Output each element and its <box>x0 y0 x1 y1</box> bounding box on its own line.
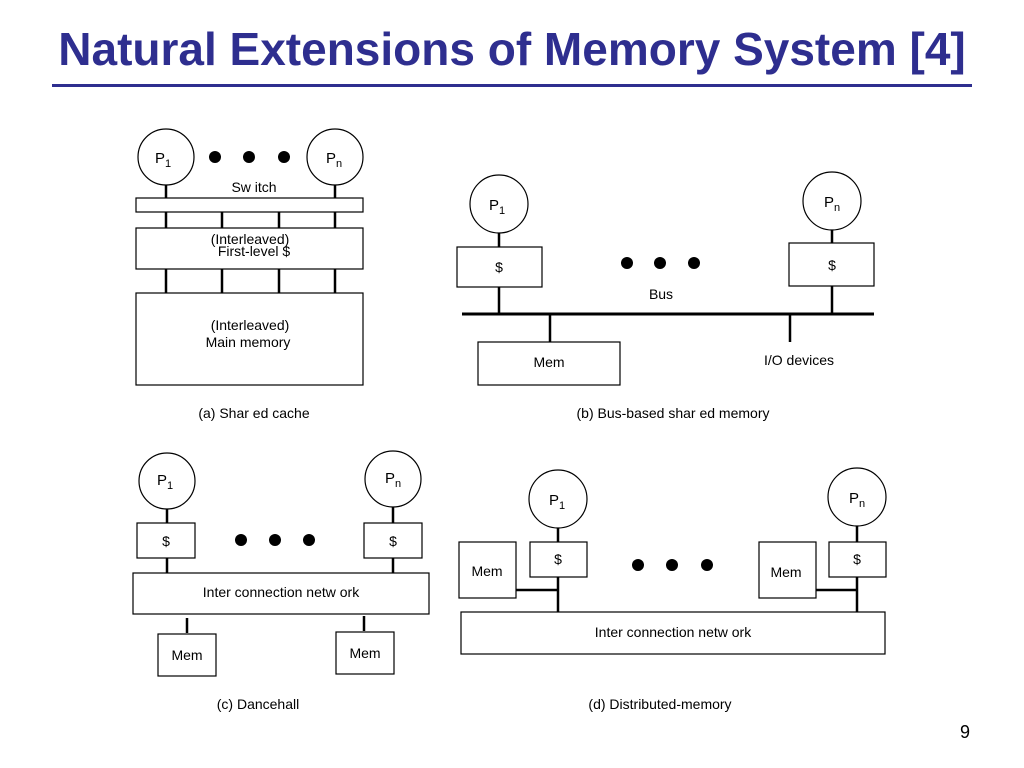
memory-box-right <box>758 541 817 599</box>
page-number: 9 <box>959 722 970 742</box>
io-devices-label: I/O devices <box>764 352 834 368</box>
cache-label-line2: First-level $ <box>218 243 291 259</box>
switch-box <box>135 197 364 213</box>
interconnection-network-box <box>460 611 886 655</box>
main-memory-box <box>135 292 364 386</box>
memory-label-left: Mem <box>471 563 502 579</box>
processor-pn-label: Pn <box>385 470 401 490</box>
caption-c: (c) Dancehall <box>217 696 299 712</box>
processor-p1-label: P1 <box>157 472 173 492</box>
ellipsis-dot <box>688 257 700 269</box>
slide-title: Natural Extensions of Memory System [4] <box>58 23 966 75</box>
processor-pn-label: Pn <box>326 150 342 170</box>
processor-p1-label: P1 <box>155 150 171 170</box>
diagram-distributed-memory <box>458 467 887 655</box>
first-level-cache-box <box>135 227 364 270</box>
ellipsis-dot <box>235 534 247 546</box>
switch-label: Sw itch <box>231 179 276 195</box>
interconnection-network-box <box>132 572 430 615</box>
ellipsis-dot <box>654 257 666 269</box>
processor-pn-label: Pn <box>824 194 840 214</box>
memory-label-right: Mem <box>770 564 801 580</box>
caption-d: (d) Distributed-memory <box>588 696 731 712</box>
processor-p1-label: P1 <box>489 197 505 217</box>
network-label: Inter connection netw ork <box>595 624 752 640</box>
title-underline <box>52 84 972 87</box>
ellipsis-dot <box>278 151 290 163</box>
cache-pn-label: $ <box>853 551 861 567</box>
memory-label-line1: (Interleaved) <box>211 317 290 333</box>
memory-box-left <box>458 541 517 599</box>
ellipsis-dot <box>303 534 315 546</box>
cache-label-line1: (Interleaved) <box>211 231 290 247</box>
cache-p1-label: $ <box>554 551 562 567</box>
cache-p1-label: $ <box>495 259 503 275</box>
diagram-bus-based <box>456 171 875 386</box>
ellipsis-dot <box>666 559 678 571</box>
ellipsis-dot <box>243 151 255 163</box>
diagram-dancehall <box>132 450 430 677</box>
cache-p1-label: $ <box>162 533 170 549</box>
ellipsis-dot <box>269 534 281 546</box>
cache-pn-label: $ <box>828 257 836 273</box>
ellipsis-dot <box>621 257 633 269</box>
processor-p1-circle <box>137 128 195 186</box>
memory-box <box>477 341 621 386</box>
cache-pn-label: $ <box>389 533 397 549</box>
caption-b: (b) Bus-based shar ed memory <box>577 405 770 421</box>
caption-a: (a) Shar ed cache <box>198 405 309 421</box>
processor-pn-label: Pn <box>849 490 865 510</box>
memory-box-left <box>157 633 217 677</box>
memory-label-right: Mem <box>349 645 380 661</box>
memory-label: Mem <box>533 354 564 370</box>
ellipsis-dot <box>701 559 713 571</box>
diagram-shared-cache <box>135 128 364 386</box>
ellipsis-dot <box>209 151 221 163</box>
processor-p1-label: P1 <box>549 492 565 512</box>
bus-label: Bus <box>649 286 673 302</box>
memory-label-left: Mem <box>171 647 202 663</box>
network-label: Inter connection netw ork <box>203 584 360 600</box>
ellipsis-dot <box>632 559 644 571</box>
memory-label-line2: Main memory <box>206 334 291 350</box>
memory-box-right <box>335 631 395 675</box>
